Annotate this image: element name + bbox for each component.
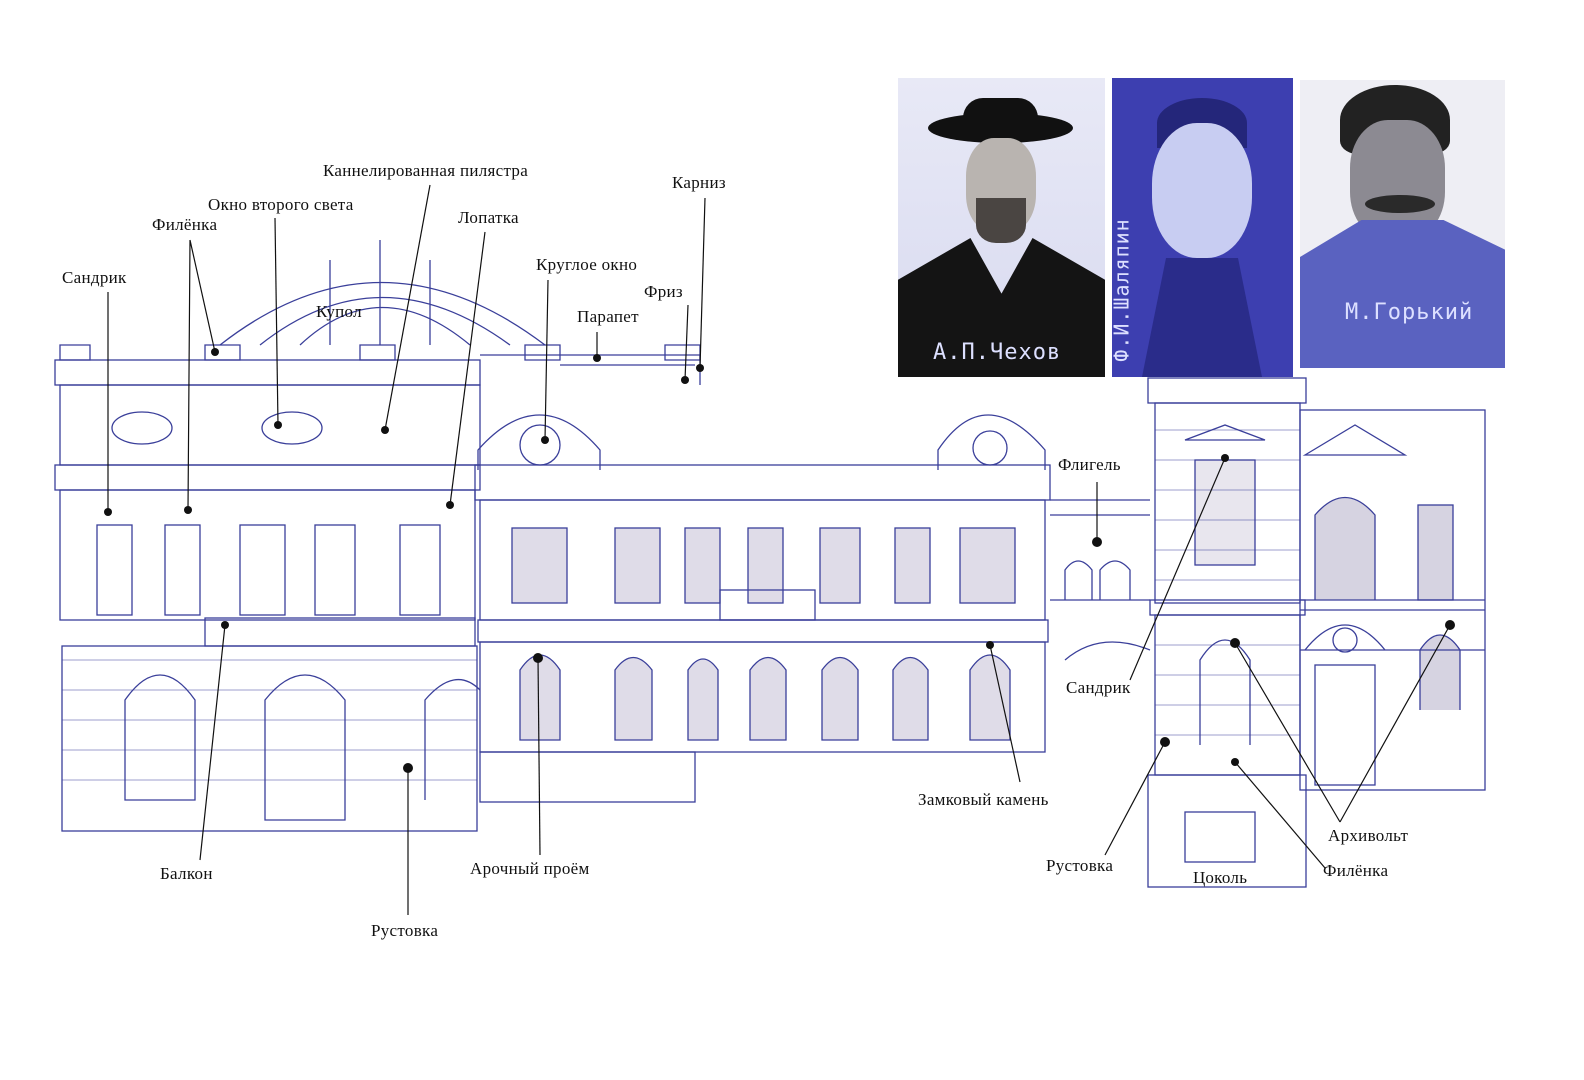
- label-sandrik-right: Сандрик: [1066, 678, 1131, 697]
- label-lesene: Лопатка: [458, 208, 519, 227]
- label-rustication-right: Рустовка: [1046, 856, 1114, 875]
- label-archivolt: Архивольт: [1328, 826, 1409, 845]
- portrait-gorky: М.Горький: [1300, 80, 1505, 368]
- label-balcony: Балкон: [160, 864, 213, 883]
- label-round-window: Круглое окно: [536, 255, 638, 274]
- label-panel-right: Филёнка: [1323, 861, 1389, 880]
- portrait-caption: Ф.И.Шаляпин: [1112, 218, 1134, 362]
- label-panel-left: Филёнка: [152, 215, 218, 234]
- portrait-chaliapin: Ф.И.Шаляпин: [1112, 78, 1293, 377]
- right-tower: [1147, 377, 1307, 888]
- label-arched-opening: Арочный проём: [470, 859, 590, 878]
- label-fluted-pilaster: Каннелированная пилястра: [323, 161, 529, 180]
- label-dome: Купол: [316, 302, 362, 321]
- right-building: [1299, 409, 1486, 791]
- leader-dots: [104, 348, 1455, 773]
- left-building: [54, 240, 701, 832]
- label-wing: Флигель: [1058, 455, 1121, 474]
- label-frieze: Фриз: [644, 282, 683, 301]
- label-second-light-window: Окно второго света: [208, 195, 354, 214]
- label-parapet: Парапет: [577, 307, 639, 326]
- label-keystone: Замковый камень: [918, 790, 1049, 809]
- middle-building: [474, 414, 1151, 803]
- label-rustication-left: Рустовка: [371, 921, 439, 940]
- label-plinth: Цоколь: [1193, 868, 1248, 887]
- portrait-chekhov: А.П.Чехов: [898, 78, 1105, 377]
- portrait-caption: М.Горький: [1345, 300, 1474, 325]
- leader-lines: [107, 184, 1451, 915]
- label-sandrik-left: Сандрик: [62, 268, 127, 287]
- label-cornice: Карниз: [672, 173, 726, 192]
- portrait-caption: А.П.Чехов: [933, 340, 1062, 365]
